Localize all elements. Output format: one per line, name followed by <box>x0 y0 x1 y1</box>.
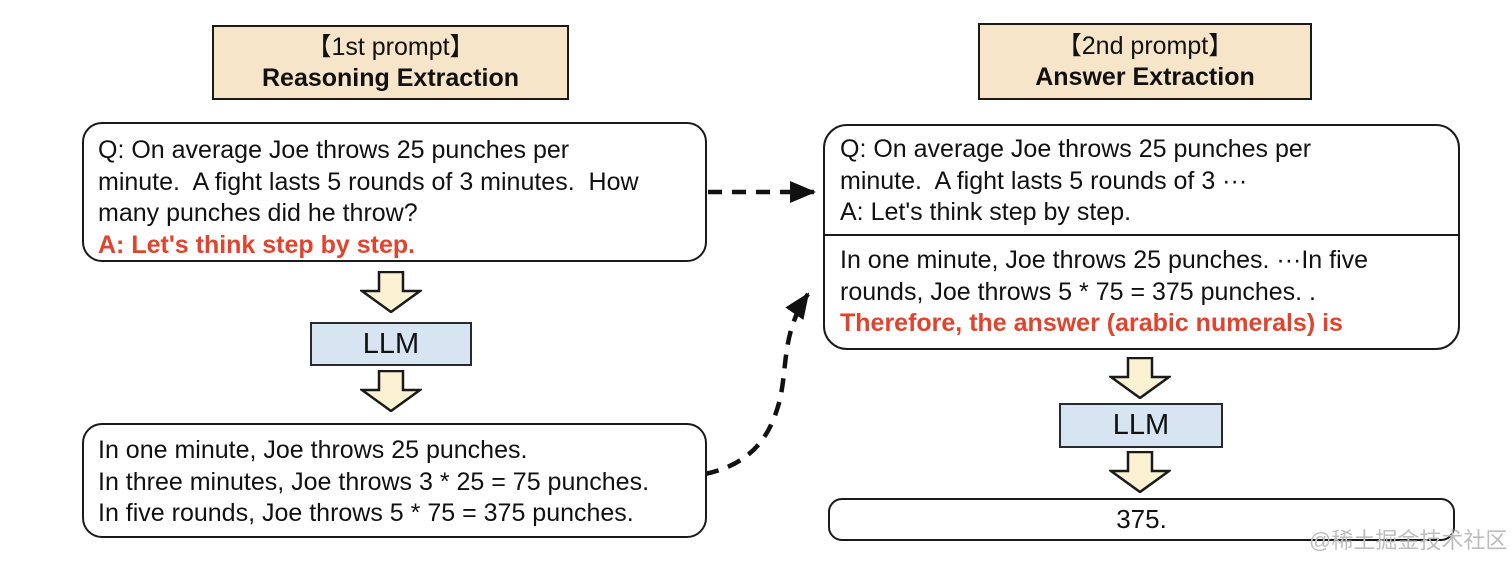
down-arrow-icon <box>360 271 422 313</box>
final-answer-text: 375. <box>1116 504 1167 534</box>
prompt-question-line: minute. A fight lasts 5 rounds of 3 minu… <box>98 167 639 196</box>
answer-prompt-question-section: Q: On average Joe throws 25 punches per … <box>825 126 1458 236</box>
final-answer-box: 375. <box>828 498 1455 541</box>
prompt-question-line: Q: On average Joe throws 25 punches per <box>840 135 1312 163</box>
answer-prompt-reasoning-section: In one minute, Joe throws 25 punches. ··… <box>825 236 1458 340</box>
reasoning-output-box: In one minute, Joe throws 25 punches. In… <box>82 423 707 538</box>
first-prompt-tag: 【1st prompt】 <box>306 32 475 61</box>
first-prompt-header: 【1st prompt】 Reasoning Extraction <box>212 25 569 100</box>
answer-trigger-sentence: Therefore, the answer (arabic numerals) … <box>840 309 1343 337</box>
second-prompt-tag: 【2nd prompt】 <box>1056 31 1234 60</box>
prompt-question-line: A: Let's think step by step. <box>840 198 1132 226</box>
down-arrow-icon <box>1109 357 1171 399</box>
prompt-question-line: many punches did he throw? <box>98 199 418 227</box>
reasoning-line: In three minutes, Joe throws 3 * 25 = 75… <box>98 467 650 496</box>
reasoning-line: rounds, Joe throws 5 * 75 = 375 punches.… <box>840 277 1317 306</box>
dashed-curved-arrow-icon <box>704 292 810 477</box>
llm-box-answer: LLM <box>1059 403 1223 448</box>
llm-box-reasoning: LLM <box>310 322 472 366</box>
reasoning-line: In one minute, Joe throws 25 punches. ··… <box>840 246 1369 274</box>
answer-prompt-box: Q: On average Joe throws 25 punches per … <box>823 124 1460 350</box>
prompt-question-line: minute. A fight lasts 5 rounds of 3 ··· <box>840 166 1248 195</box>
down-arrow-icon <box>360 370 422 412</box>
reasoning-line: In five rounds, Joe throws 5 * 75 = 375 … <box>98 499 634 527</box>
prompt-question-line: Q: On average Joe throws 25 punches per <box>98 136 570 164</box>
cot-trigger-sentence: A: Let's think step by step. <box>98 230 416 259</box>
watermark: @稀土掘金技术社区 <box>1309 528 1508 553</box>
second-prompt-title: Answer Extraction <box>1035 62 1255 91</box>
llm-label: LLM <box>362 327 420 360</box>
down-arrow-icon <box>1109 451 1171 493</box>
reasoning-line: In one minute, Joe throws 25 punches. <box>98 436 528 464</box>
second-prompt-header: 【2nd prompt】 Answer Extraction <box>978 23 1312 100</box>
first-prompt-title: Reasoning Extraction <box>262 63 519 92</box>
reasoning-prompt-box: Q: On average Joe throws 25 punches per … <box>82 122 707 262</box>
llm-label: LLM <box>1112 409 1170 441</box>
